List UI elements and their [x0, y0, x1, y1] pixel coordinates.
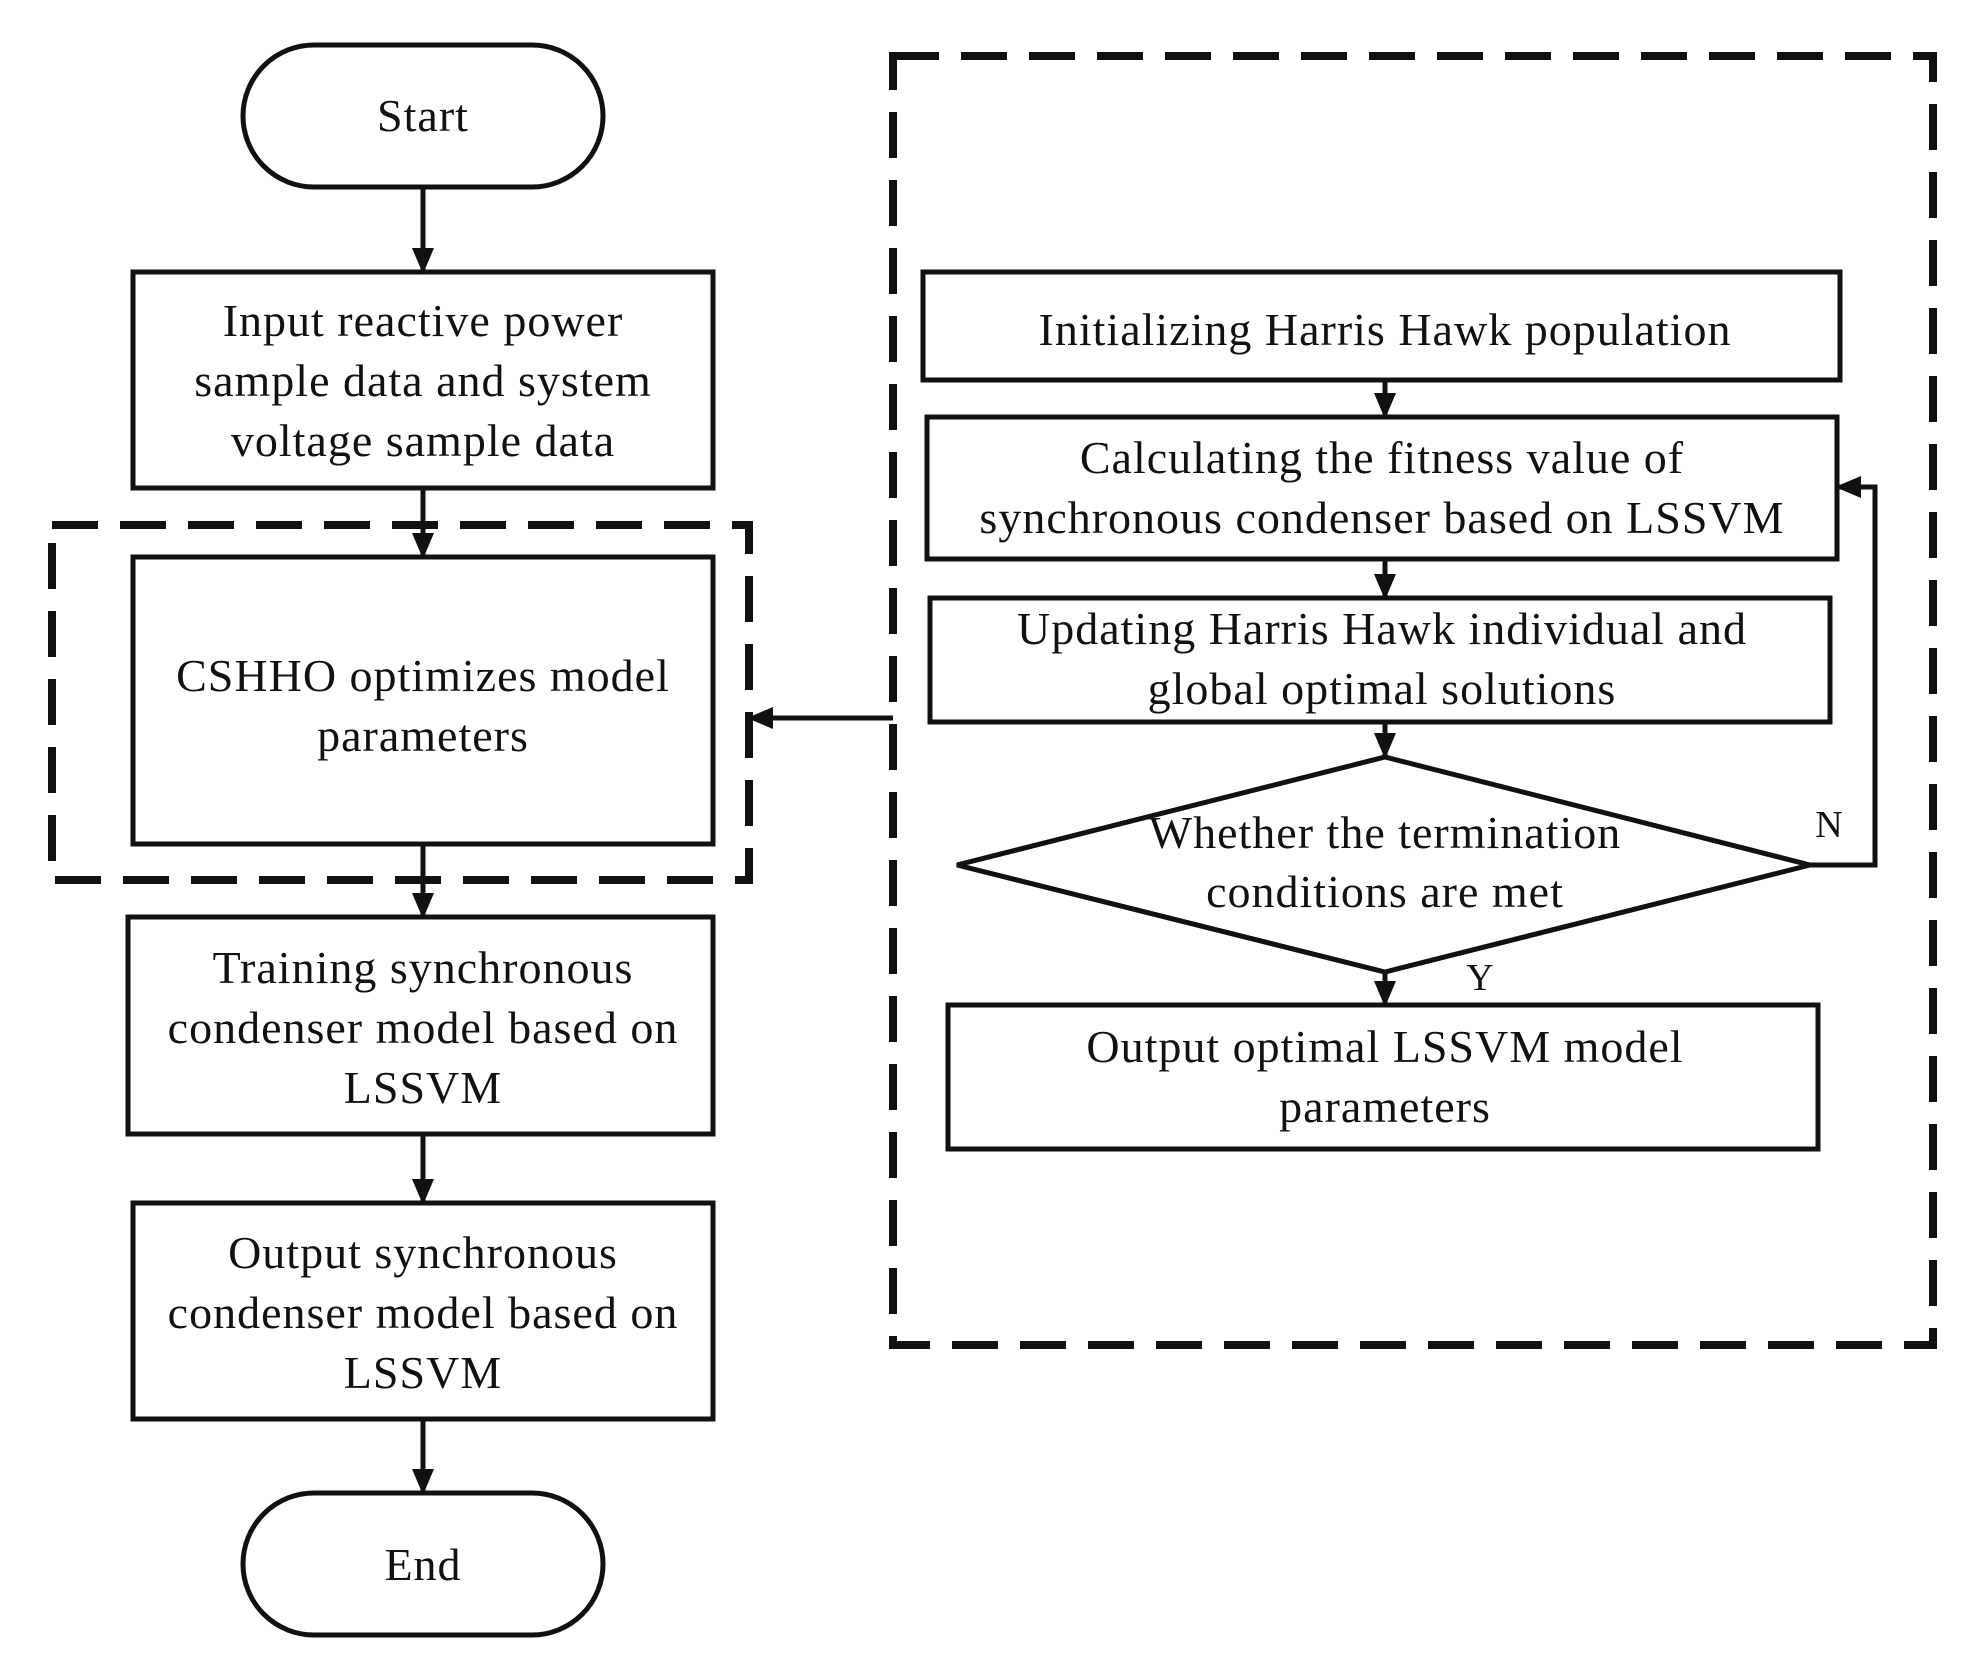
fitness-label-line-2: synchronous condenser based on LSSVM — [979, 492, 1784, 543]
fitness-node: Calculating the fitness value of synchro… — [924, 414, 1840, 562]
result-label-line-2: parameters — [1279, 1081, 1491, 1132]
init-population-node: Initializing Harris Hawk population — [920, 269, 1843, 383]
training-label-line-1: Training synchronous — [213, 942, 634, 993]
start-node: Start — [240, 42, 606, 190]
update-label-line-2: global optimal solutions — [1148, 663, 1617, 714]
end-node: End — [240, 1490, 606, 1638]
decision-label-line-2: conditions are met — [1206, 866, 1564, 917]
training-label-line-2: condenser model based on — [168, 1002, 679, 1053]
end-label: End — [384, 1539, 461, 1590]
decision-label-line-1: Whether the termination — [1149, 807, 1622, 858]
output-model-node: Output synchronous condenser model based… — [130, 1200, 716, 1422]
input-data-node: Input reactive power sample data and sys… — [130, 269, 716, 491]
result-label-line-1: Output optimal LSSVM model — [1086, 1021, 1683, 1072]
input-label-line-3: voltage sample data — [231, 415, 615, 466]
update-node: Updating Harris Hawk individual and glob… — [927, 595, 1833, 725]
fitness-label-line-1: Calculating the fitness value of — [1080, 432, 1684, 483]
termination-decision-node: Whether the termination conditions are m… — [956, 754, 1811, 975]
update-label-line-1: Updating Harris Hawk individual and — [1017, 603, 1747, 654]
cshho-optimize-node: CSHHO optimizes model parameters — [130, 554, 716, 847]
optimize-label-line-2: parameters — [317, 710, 529, 761]
hho-process-frame — [889, 52, 1937, 1349]
start-label: Start — [377, 90, 469, 141]
output-label-line-3: LSSVM — [344, 1347, 502, 1398]
training-node: Training synchronous condenser model bas… — [125, 914, 716, 1137]
output-label-line-2: condenser model based on — [168, 1287, 679, 1338]
optimize-label-line-1: CSHHO optimizes model — [176, 650, 670, 701]
training-label-line-3: LSSVM — [344, 1062, 502, 1113]
optimization-group-frame — [48, 521, 753, 884]
no-branch-label: N — [1815, 804, 1842, 846]
optimal-params-node: Output optimal LSSVM model parameters — [945, 1002, 1821, 1152]
yes-branch-label: Y — [1466, 957, 1493, 999]
input-label-line-2: sample data and system — [194, 355, 652, 406]
output-label-line-1: Output synchronous — [228, 1227, 618, 1278]
arrow-decision-no-loop — [1810, 476, 1878, 868]
init-population-label: Initializing Harris Hawk population — [1039, 304, 1732, 355]
input-label-line-1: Input reactive power — [223, 295, 624, 346]
